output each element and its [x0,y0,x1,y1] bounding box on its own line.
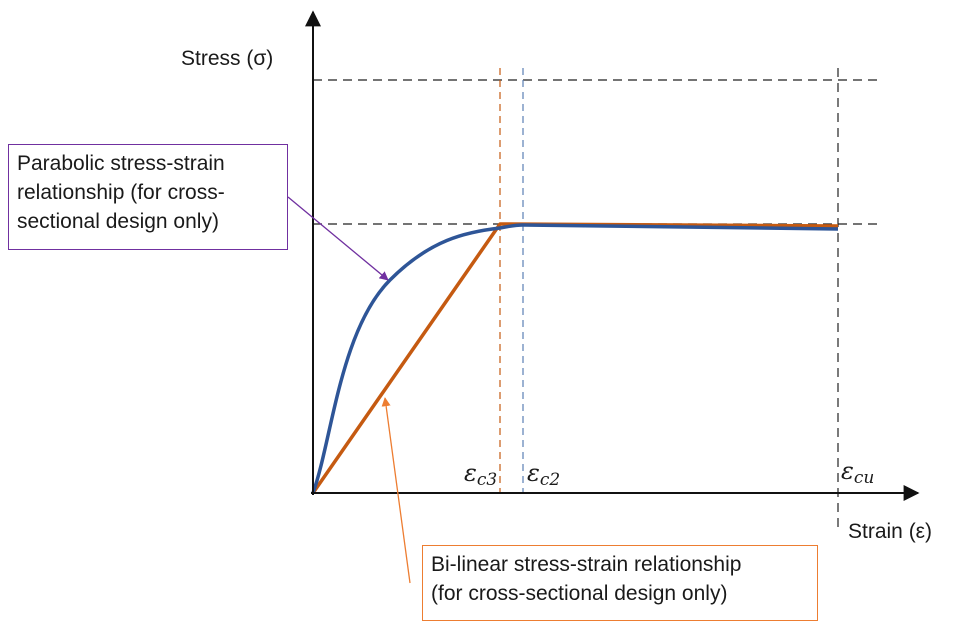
marker-ec2-label: εc2 [527,461,560,489]
marker-ec3-label: εc3 [464,461,497,489]
marker-ec2-subscript: c2 [539,470,561,490]
marker-ec2-symbol: ε [527,459,540,487]
marker-ecu-label: εcu [841,459,874,487]
y-axis-label: Stress (σ) [181,47,274,70]
bilinear-curve [311,222,839,494]
marker-ec3-subscript: c3 [476,470,498,490]
parabolic-leader-arrow [287,196,389,281]
parabolic-annotation-box: Parabolic stress-strain relationship (fo… [8,144,288,250]
marker-ecu-symbol: ε [841,457,854,485]
bilinear-leader-arrow [381,397,411,584]
marker-ec3-symbol: ε [464,459,477,487]
bilinear-annotation-line: (for cross-sectional design only) [431,582,728,605]
x-axis-label: Strain (ε) [848,520,933,543]
parabolic-annotation-line: relationship (for cross- [17,181,225,204]
parabolic-annotation-line: Parabolic stress-strain [17,152,225,175]
bilinear-annotation-line: Bi-linear stress-strain relationship [431,553,742,576]
bilinear-annotation-box: Bi-linear stress-strain relationship (fo… [422,545,818,621]
parabolic-annotation-line: sectional design only) [17,210,219,233]
parabolic-curve [311,223,839,494]
marker-ecu-subscript: cu [853,468,875,488]
